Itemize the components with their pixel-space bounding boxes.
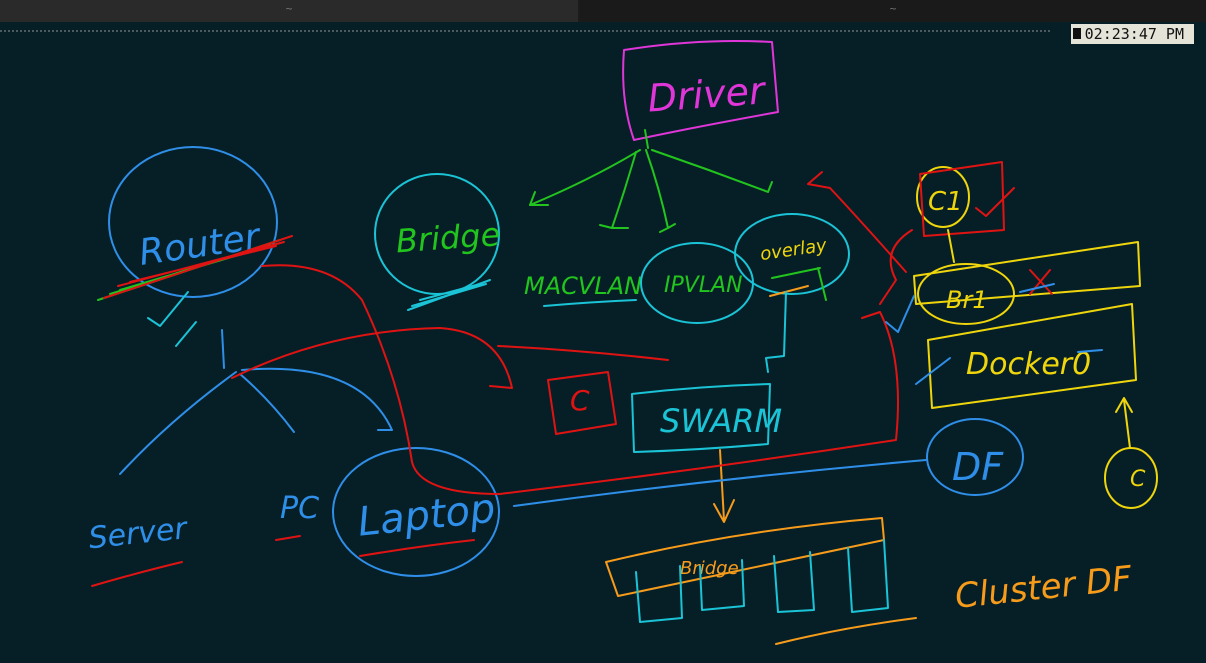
cluster-bridge-label: Bridge [680, 558, 739, 579]
ipvlan-node: IPVLAN [640, 242, 754, 324]
overlay-underline [771, 267, 827, 301]
c-box-node: C [547, 371, 617, 435]
docker0-label: Docker0 [966, 347, 1091, 382]
c1-node: C1 [916, 161, 1015, 237]
bridge-short-cross [1029, 269, 1053, 295]
tab-1[interactable]: ~ [0, 0, 578, 22]
cluster-node: Bridge Cluster DF [605, 517, 1134, 645]
swarm-node: SWARM [631, 383, 782, 523]
overlay-node: overlay [734, 213, 850, 373]
swarm-label: SWARM [660, 402, 782, 440]
cluster-underline [775, 617, 917, 645]
bridge-short-node: Br1 [913, 241, 1141, 325]
c1-label: C1 [928, 187, 963, 217]
router-node: Router [97, 146, 293, 347]
server-label: Server [87, 511, 190, 556]
bridge-node: Bridge [374, 173, 502, 311]
router-circle [108, 146, 278, 298]
clock-time: 02:23:47 PM [1084, 25, 1184, 43]
laptop-to-df-line [513, 459, 927, 507]
pc-label: PC [280, 491, 319, 526]
driver-arrows [529, 129, 773, 233]
driver-node: Driver [622, 40, 779, 141]
bridge-short-row [913, 241, 1141, 305]
tab-2[interactable]: ~ [580, 0, 1206, 22]
df-node: DF [926, 418, 1024, 496]
overlay-to-swarm-line [765, 291, 787, 373]
router-tree [119, 329, 393, 475]
bridge-circle [374, 173, 500, 295]
clock-icon [1072, 28, 1081, 39]
bridge-strike [407, 279, 491, 311]
c-bottom-label: C [1130, 467, 1146, 492]
c-box-label: C [570, 384, 590, 417]
macvlan-label: MACVLAN [524, 272, 642, 300]
laptop-node: Laptop [332, 447, 500, 577]
macvlan-underline [543, 299, 637, 307]
swarm-arrow [713, 449, 735, 523]
blue-check-right [885, 295, 915, 333]
macvlan-node: MACVLAN [524, 272, 642, 307]
ipvlan-label: IPVLAN [664, 273, 743, 298]
laptop-label: Laptop [356, 486, 498, 546]
dotted-separator [0, 30, 1050, 36]
docker0-row [927, 303, 1137, 409]
c1-to-br1-line [947, 229, 955, 263]
cluster-pillars [635, 539, 889, 623]
router-check [147, 291, 197, 347]
cluster-df-label: Cluster DF [953, 559, 1134, 617]
server-node: Server [87, 511, 190, 587]
router-strike-red [103, 235, 293, 299]
driver-box [622, 40, 779, 141]
c-bottom-node: C [1104, 397, 1158, 509]
docker0-node: Docker0 [915, 303, 1137, 409]
pc-node: PC [275, 491, 319, 541]
df-label: DF [952, 445, 1004, 489]
overlay-label: overlay [759, 235, 828, 265]
df-circle [926, 418, 1024, 496]
red-connections [231, 171, 913, 495]
c1-red-box [919, 161, 1005, 237]
terminal-tab-bar: ~ ~ [0, 0, 1206, 22]
c-box [547, 371, 617, 435]
c-bottom-arrow [1115, 397, 1133, 449]
driver-label: Driver [646, 68, 768, 120]
swarm-box [631, 383, 771, 453]
bridge-short-label: Br1 [946, 286, 988, 314]
bridge-short-circle [917, 263, 1015, 325]
laptop-circle [332, 447, 500, 577]
server-underline [91, 561, 183, 587]
laptop-underline [359, 539, 475, 557]
clock: 02:23:47 PM [1070, 24, 1194, 44]
overlay-circle [734, 213, 850, 295]
cluster-box [605, 517, 885, 597]
c1-circle [916, 166, 970, 228]
bridge-label: Bridge [395, 215, 502, 260]
